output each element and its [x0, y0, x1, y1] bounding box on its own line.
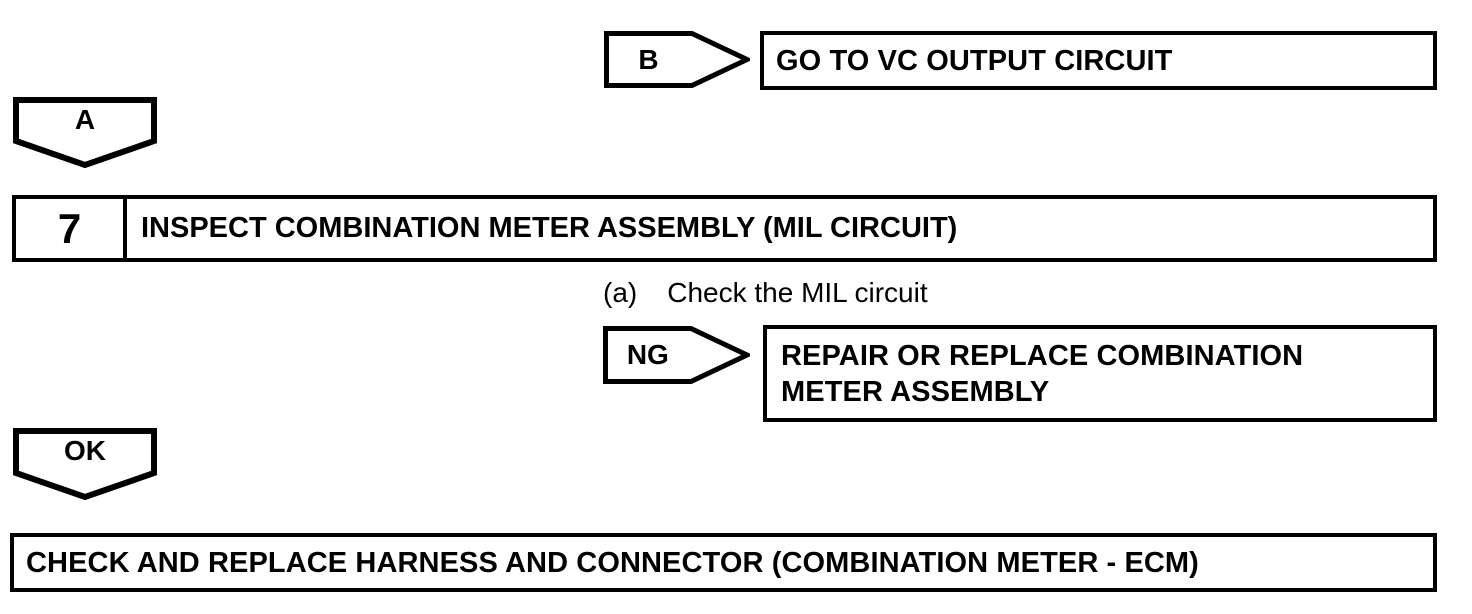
connector-ng: NG: [603, 326, 750, 384]
step-7-box: 7 INSPECT COMBINATION METER ASSEMBLY (MI…: [12, 195, 1437, 262]
down-arrow-pentagon-icon: [13, 97, 157, 168]
connector-ng-label: NG: [626, 339, 669, 370]
connector-a: A: [13, 97, 157, 168]
connector-ok: OK: [13, 428, 157, 500]
connector-b: B: [604, 31, 750, 88]
step-7-title: INSPECT COMBINATION METER ASSEMBLY (MIL …: [141, 212, 958, 244]
right-arrow-pentagon-icon: [604, 31, 750, 88]
ng-result-text: REPAIR OR REPLACE COMBINATION METER ASSE…: [781, 339, 1304, 408]
substep-a-marker: (a): [603, 277, 638, 308]
connector-a-label: A: [74, 103, 96, 135]
substep-a-line: (a) Check the MIL circuit: [603, 278, 928, 308]
substep-a-text: Check the MIL circuit: [667, 277, 928, 308]
goto-vc-output-text: GO TO VC OUTPUT CIRCUIT: [776, 44, 1173, 77]
step-7-number: 7: [16, 199, 127, 258]
goto-vc-output-box: GO TO VC OUTPUT CIRCUIT: [760, 31, 1437, 90]
ng-result-box: REPAIR OR REPLACE COMBINATION METER ASSE…: [763, 325, 1437, 422]
connector-ok-label: OK: [64, 435, 106, 467]
final-action-text: CHECK AND REPLACE HARNESS AND CONNECTOR …: [26, 546, 1199, 579]
connector-b-label: B: [638, 43, 659, 75]
down-arrow-pentagon-icon: [13, 428, 157, 500]
right-arrow-pentagon-icon: [603, 326, 750, 384]
final-action-box: CHECK AND REPLACE HARNESS AND CONNECTOR …: [10, 533, 1437, 592]
